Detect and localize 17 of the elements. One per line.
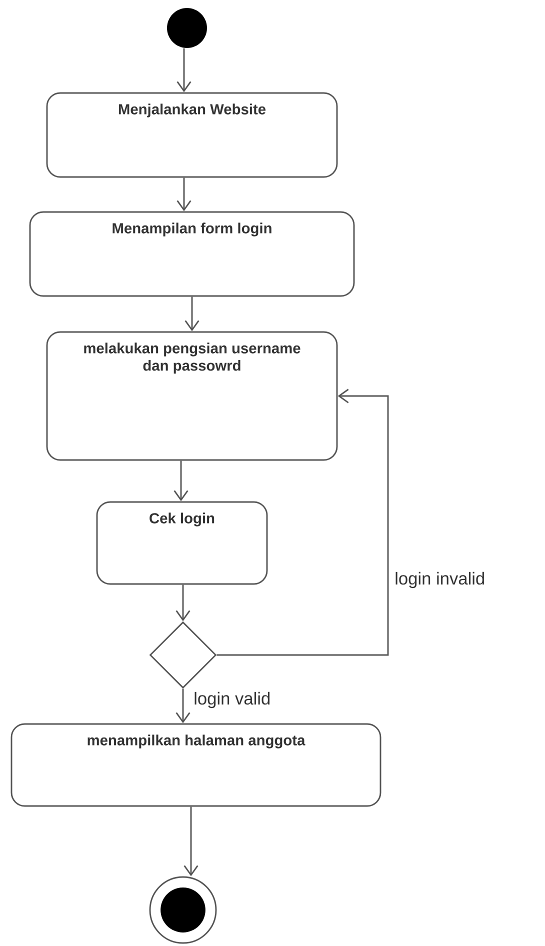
arrow: [176, 584, 190, 622]
start-node: [167, 8, 207, 48]
action-box: menampilkan halaman anggota: [10, 723, 382, 807]
end-node: [149, 876, 217, 944]
edge-label: login valid: [192, 690, 272, 710]
arrow: [184, 806, 198, 876]
action-box: Cek login: [96, 501, 268, 585]
arrow: [176, 48, 192, 92]
action-box: Menampilan form login: [29, 211, 355, 297]
edge-label: login invalid: [393, 570, 486, 590]
action-box: melakukan pengsian username dan passowrd: [46, 331, 338, 461]
action-box: Menjalankan Website: [46, 92, 338, 178]
arrow: [174, 460, 188, 502]
arrow: [216, 388, 389, 656]
arrow: [176, 178, 192, 212]
arrow: [184, 296, 200, 332]
arrow: [176, 688, 190, 724]
